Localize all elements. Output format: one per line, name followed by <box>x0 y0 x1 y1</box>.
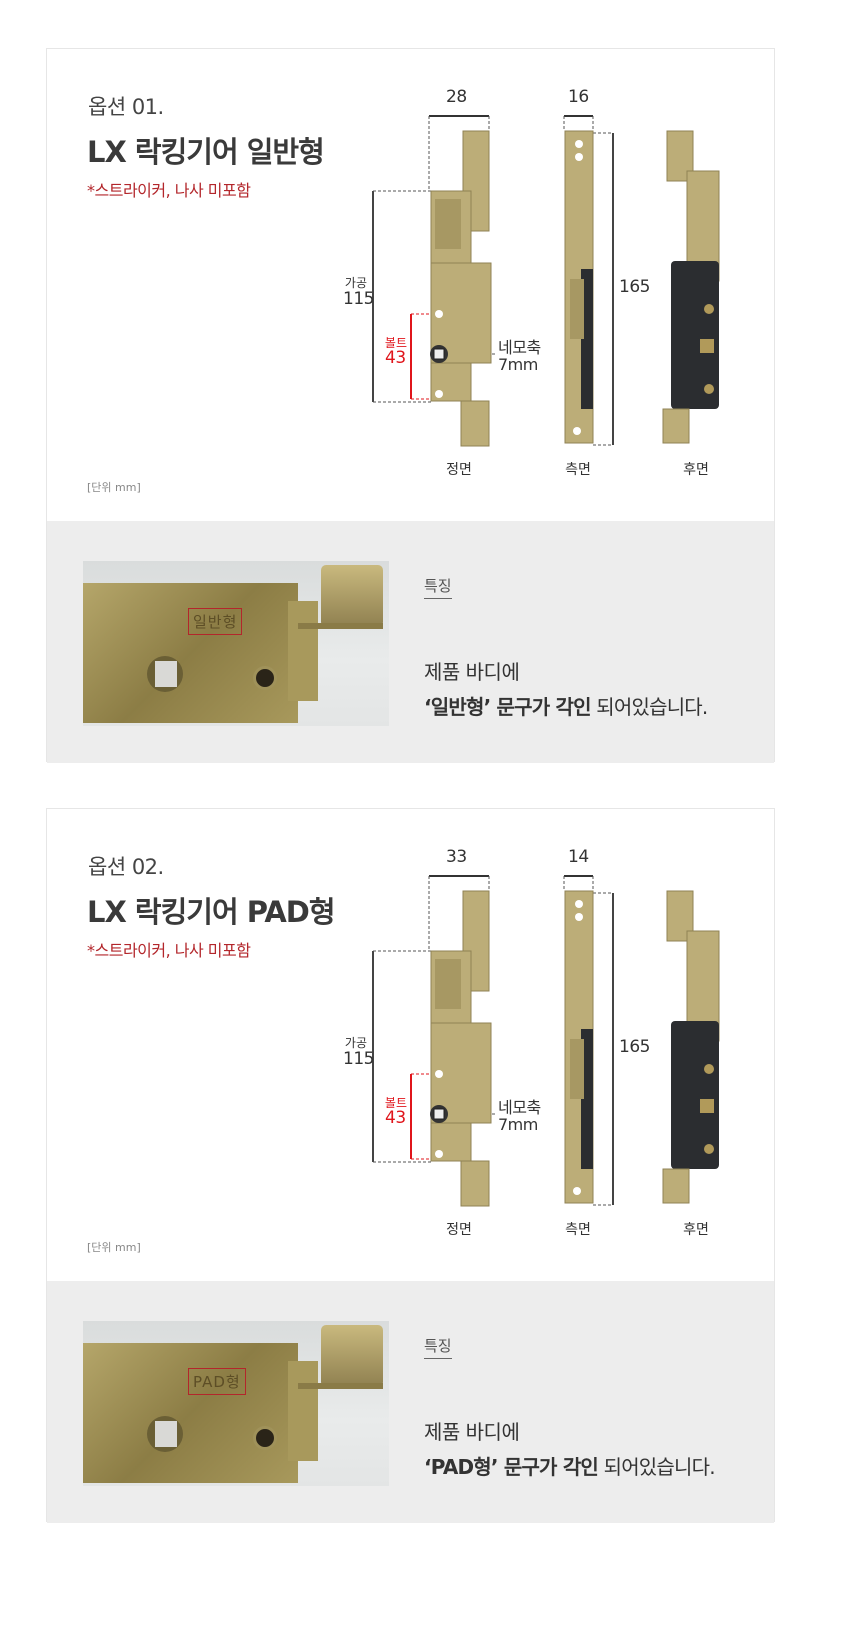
exclusion-note: *스트라이커, 나사 미포함 <box>87 181 251 200</box>
spindle-value: 7mm <box>498 355 538 374</box>
view-label-back: 후면 <box>683 462 709 478</box>
view-label-front: 정면 <box>446 1222 472 1238</box>
feature-line-2: ‘PAD형’ 문구가 각인 되어있습니다. <box>424 1451 716 1480</box>
product-title: LX 락킹기어 PAD형 <box>87 895 336 929</box>
front-width-bracket <box>428 115 490 189</box>
view-label-back: 후면 <box>683 1222 709 1238</box>
front-view-part <box>430 130 492 447</box>
front-width-value: 28 <box>446 87 467 107</box>
front-width-bracket <box>428 875 490 949</box>
front-view-part <box>430 890 492 1207</box>
back-view-part <box>662 890 720 1204</box>
unit-label: [단위 mm] <box>87 1241 141 1254</box>
option-card: 옵션 01. LX 락킹기어 일반형 *스트라이커, 나사 미포함 [단위 mm… <box>46 48 775 763</box>
bolt-label: 볼트 <box>384 1096 407 1110</box>
back-view-part <box>662 130 720 444</box>
unit-label: [단위 mm] <box>87 481 141 494</box>
feature-heading: 특징 <box>424 575 452 599</box>
engraving-text: 일반형 <box>188 608 243 635</box>
feature-line-2: ‘일반형’ 문구가 각인 되어있습니다. <box>424 691 708 720</box>
feature-line-2-rest: 되어있습니다. <box>590 695 708 719</box>
machining-bracket <box>372 950 431 1163</box>
view-label-side: 측면 <box>565 1222 591 1238</box>
option-label: 옵션 02. <box>88 855 164 879</box>
option-card: 옵션 02. LX 락킹기어 PAD형 *스트라이커, 나사 미포함 [단위 m… <box>46 808 775 1523</box>
machining-bracket <box>372 190 431 403</box>
view-label-front: 정면 <box>446 462 472 478</box>
side-view-part <box>564 130 594 444</box>
feature-highlight: ‘PAD형’ 문구가 각인 <box>424 1455 599 1479</box>
feature-panel: 일반형 특징 제품 바디에 ‘일반형’ 문구가 각인 되어있습니다. <box>47 521 774 763</box>
length-bracket <box>593 892 614 1206</box>
feature-line-1: 제품 바디에 <box>424 1420 520 1444</box>
machining-value: 115 <box>343 1049 374 1069</box>
view-label-side: 측면 <box>565 462 591 478</box>
bolt-label: 볼트 <box>384 336 407 350</box>
engraving-photo: 일반형 <box>83 561 389 726</box>
side-view-part <box>564 890 594 1204</box>
feature-panel: PAD형 특징 제품 바디에 ‘PAD형’ 문구가 각인 되어있습니다. <box>47 1281 774 1523</box>
side-width-bracket <box>563 115 594 131</box>
spindle-label: 네모축 <box>498 338 541 357</box>
side-width-bracket <box>563 875 594 891</box>
side-width-value: 14 <box>568 847 589 867</box>
bolt-value: 43 <box>385 348 406 368</box>
dimension-drawing <box>372 875 720 1207</box>
dimension-drawing <box>372 115 720 447</box>
length-bracket <box>593 132 614 446</box>
product-title: LX 락킹기어 일반형 <box>87 135 325 169</box>
option-label: 옵션 01. <box>88 95 164 119</box>
bolt-value: 43 <box>385 1108 406 1128</box>
spec-panel: 옵션 01. LX 락킹기어 일반형 *스트라이커, 나사 미포함 [단위 mm… <box>47 49 774 521</box>
front-width-value: 33 <box>446 847 467 867</box>
engraving-photo: PAD형 <box>83 1321 389 1486</box>
feature-line-2-rest: 되어있습니다. <box>598 1455 716 1479</box>
length-value: 165 <box>619 277 650 297</box>
machining-label: 가공 <box>344 276 367 290</box>
machining-value: 115 <box>343 289 374 309</box>
engraving-text: PAD형 <box>188 1368 246 1395</box>
spindle-label: 네모축 <box>498 1098 541 1117</box>
side-width-value: 16 <box>568 87 589 107</box>
feature-highlight: ‘일반형’ 문구가 각인 <box>424 695 592 719</box>
feature-heading: 특징 <box>424 1335 452 1359</box>
exclusion-note: *스트라이커, 나사 미포함 <box>87 941 251 960</box>
spec-panel: 옵션 02. LX 락킹기어 PAD형 *스트라이커, 나사 미포함 [단위 m… <box>47 809 774 1281</box>
machining-label: 가공 <box>344 1036 367 1050</box>
length-value: 165 <box>619 1037 650 1057</box>
feature-line-1: 제품 바디에 <box>424 660 520 684</box>
spindle-value: 7mm <box>498 1115 538 1134</box>
